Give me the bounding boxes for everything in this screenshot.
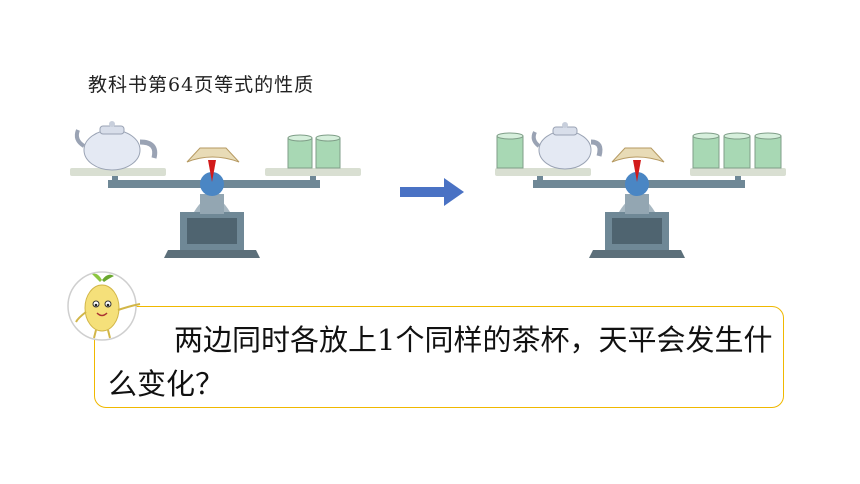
teapot (74, 121, 158, 171)
cup (754, 132, 782, 169)
cup (315, 134, 341, 169)
left-pan (70, 168, 166, 176)
arrow-right-icon (400, 178, 464, 206)
right-pan (265, 168, 361, 176)
speech-bubble (94, 306, 784, 408)
teapot (531, 122, 603, 170)
cup (287, 134, 313, 169)
cup (496, 132, 524, 169)
cup (723, 132, 751, 169)
potato-mascot-icon (67, 271, 141, 341)
left-pan (495, 168, 591, 176)
page-caption: 教科书第64页等式的性质 (88, 74, 315, 96)
question-text: 两边同时各放上1个同样的茶杯，天平会发生什么变化？ (108, 323, 773, 401)
cup (692, 132, 720, 169)
scale-base (589, 194, 685, 258)
scale-base (164, 194, 260, 258)
balance-scale-before (70, 121, 361, 258)
right-pan (690, 168, 786, 176)
scale-dial (611, 147, 665, 196)
scale-dial (186, 147, 240, 196)
balance-scale-after (495, 122, 786, 258)
